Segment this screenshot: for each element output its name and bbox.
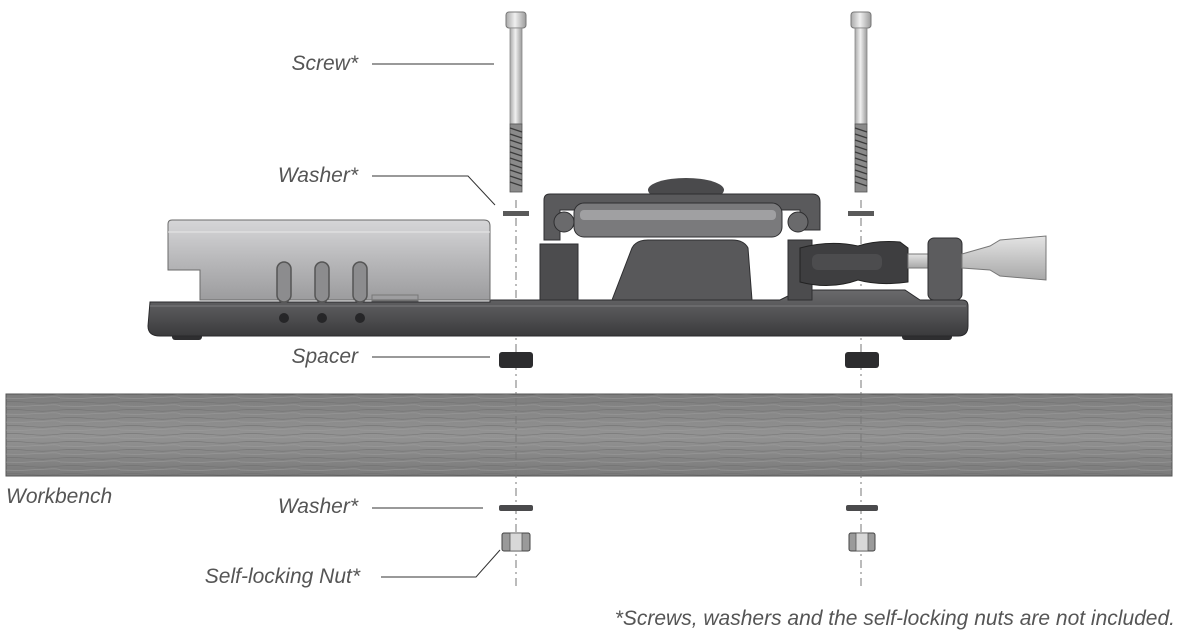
spacer-right xyxy=(845,352,879,368)
leader-line-washer-top xyxy=(372,175,496,206)
washer-bottom-right xyxy=(846,505,878,511)
washer-top-right xyxy=(848,211,874,216)
label-screw: Screw* xyxy=(291,52,358,75)
workbench xyxy=(5,393,1173,477)
label-washer-bottom: Washer* xyxy=(277,495,358,518)
base-hole xyxy=(279,313,289,323)
label-washer-top: Washer* xyxy=(277,164,358,187)
clamp-assembly xyxy=(539,178,821,301)
housing-slot xyxy=(314,261,330,303)
nut-right xyxy=(848,532,876,552)
base-hole xyxy=(355,313,365,323)
screw-right xyxy=(850,11,872,193)
label-spacer: Spacer xyxy=(291,345,358,368)
label-workbench: Workbench xyxy=(6,485,113,508)
housing-slot xyxy=(352,261,368,303)
footnote: *Screws, washers and the self-locking nu… xyxy=(614,607,1175,630)
base-hole xyxy=(317,313,327,323)
housing xyxy=(167,219,491,303)
spacer-left xyxy=(499,352,533,368)
label-self-locking-nut: Self-locking Nut* xyxy=(204,565,360,588)
housing-slot xyxy=(276,261,292,303)
screw-left xyxy=(505,11,527,193)
chisel-handle xyxy=(799,235,1047,301)
leader-line-nut xyxy=(381,549,501,578)
washer-top-left xyxy=(503,211,529,216)
washer-bottom-left xyxy=(499,505,533,511)
nut-left xyxy=(501,532,531,552)
